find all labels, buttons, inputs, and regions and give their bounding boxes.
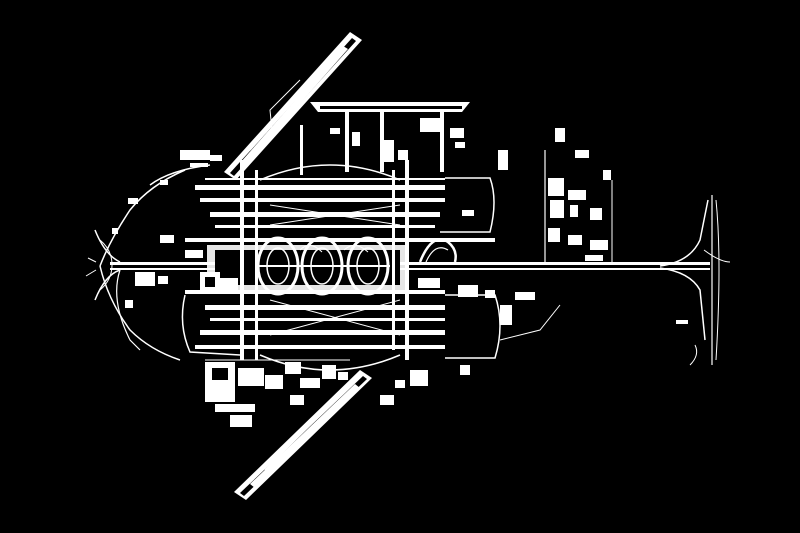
- southwest-cargo-area: [205, 359, 350, 427]
- east-interchange: [659, 195, 731, 366]
- terminal-ovals: [256, 236, 390, 296]
- northwest-support-area: [128, 150, 222, 204]
- west-side-buildings: [112, 228, 238, 308]
- southeast-facilities: [380, 285, 688, 405]
- terminal-east-arc: [418, 238, 457, 288]
- runway-north: [300, 102, 470, 175]
- west-interchange: [94, 229, 168, 301]
- northeast-facilities: [330, 118, 508, 216]
- runway-southeast-diagonal: [234, 370, 372, 500]
- east-building-complex: [544, 128, 613, 262]
- runways-south-cluster: [181, 290, 501, 359]
- runways-north-cluster: [185, 177, 495, 242]
- runway-northwest-diagonal: [224, 32, 362, 180]
